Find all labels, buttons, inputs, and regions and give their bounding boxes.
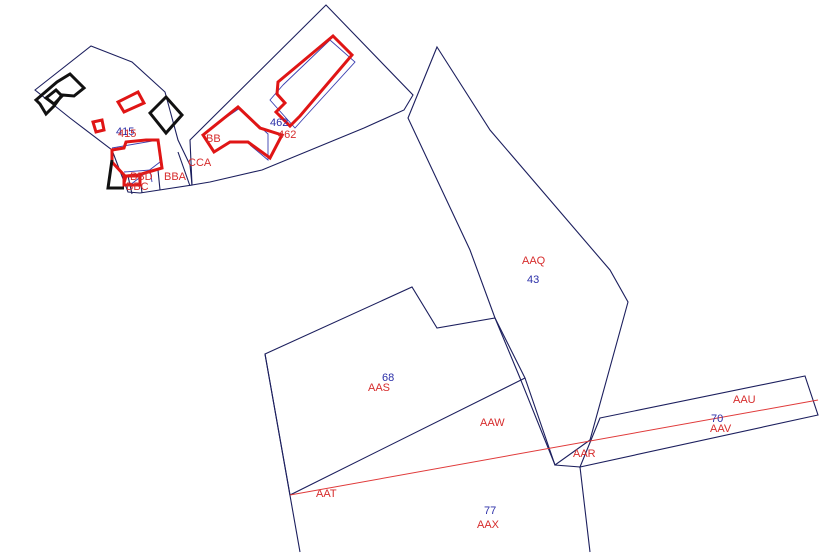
bldg-red-415-b[interactable] (91, 118, 106, 134)
parcel-bba-boundary[interactable] (157, 169, 161, 191)
label-aau-code: AAU (733, 394, 756, 406)
label-bbd-code: BBD (130, 171, 153, 183)
label-aas-number: 68 (382, 372, 394, 384)
bldg-red-bbd[interactable] (122, 174, 142, 187)
label-bb-code: BB (206, 133, 221, 145)
label-462-number: 462 (270, 117, 288, 129)
parcel-aaw-boundary[interactable] (524, 377, 591, 553)
parcel-cca-boundary[interactable] (177, 151, 191, 187)
map-labels: AAQ 43 68 AAS AAW AAT 77 AAX AAR AAU 70 … (116, 117, 756, 531)
parcel-aaq-boundary[interactable] (407, 45, 629, 466)
label-bba-code: BBA (164, 171, 187, 183)
label-aaq-number: 43 (527, 274, 539, 286)
label-aaw-code: AAW (480, 417, 505, 429)
bldg-black-415[interactable] (106, 159, 124, 190)
label-aav-code: AAV (710, 423, 732, 435)
label-415-number: 415 (116, 126, 134, 138)
easement-line (289, 399, 819, 496)
bldg-red-bb[interactable] (201, 105, 285, 161)
bldg-black-nw-inner[interactable] (43, 87, 65, 106)
parcel-462-boundary[interactable] (189, 4, 414, 186)
parcel-aas-boundary[interactable] (264, 286, 526, 496)
red-buildings (91, 33, 355, 187)
label-aax-number: 77 (484, 505, 496, 517)
bldg-red-415-c[interactable] (110, 138, 164, 184)
bldg-red-462[interactable] (273, 33, 355, 129)
parcel-415-boundary[interactable] (34, 45, 193, 194)
label-462-code: 462 (278, 129, 296, 141)
parcel-aat-boundary[interactable] (264, 353, 301, 553)
label-bbc-code: BBC (126, 181, 149, 193)
label-aav-number: 70 (711, 413, 723, 425)
label-aat-code: AAT (316, 488, 337, 500)
label-aar-code: AAR (573, 448, 596, 460)
label-aas-code: AAS (368, 382, 390, 394)
label-415-overlap: 415 (118, 128, 136, 140)
label-cca-code: CCA (188, 157, 212, 169)
label-aaq-code: AAQ (522, 255, 546, 267)
black-buildings (33, 72, 185, 190)
bldg-red-415-a[interactable] (115, 90, 147, 114)
bldg-black-nw[interactable] (33, 72, 87, 117)
bldg-black-square[interactable] (147, 94, 185, 136)
label-aax-code: AAX (477, 519, 500, 531)
parcel-aau-boundary[interactable] (579, 375, 819, 468)
parcel-boundaries (34, 4, 819, 553)
